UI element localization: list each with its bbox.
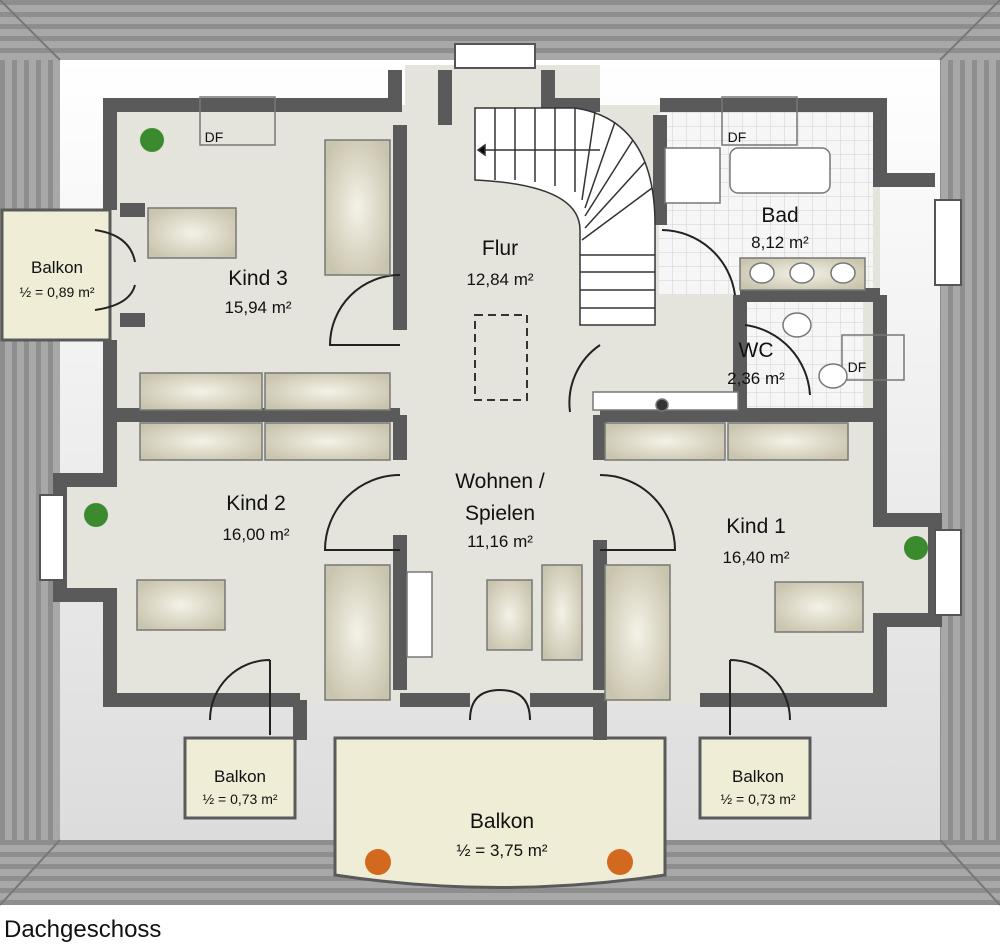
floor-plan: DF DF DF [0, 0, 1000, 906]
balkon-left-area: ½ = 0,89 m² [19, 284, 94, 300]
table [486, 579, 533, 651]
bed-kind3 [324, 139, 391, 276]
bed-kind1 [604, 564, 671, 701]
staircase [474, 107, 656, 326]
balkon-br-area: ½ = 0,73 m² [720, 791, 795, 807]
room-name-wohnen: Wohnen / [455, 470, 545, 493]
floor-caption: Dachgeschoss [4, 916, 162, 943]
room-name-flur: Flur [482, 237, 518, 260]
doors [94, 229, 811, 735]
room-name-kind1: Kind 1 [726, 515, 786, 538]
balkon-center-name: Balkon [470, 810, 534, 833]
room-area-kind2: 16,00 m² [222, 525, 289, 544]
skylights [199, 96, 905, 401]
room-area-kind3: 15,94 m² [224, 298, 291, 317]
balkon-center-area: ½ = 3,75 m² [456, 841, 548, 860]
plants [84, 128, 928, 875]
walls [53, 70, 942, 740]
room-area-flur: 12,84 m² [466, 270, 533, 289]
skylight-label: DF [205, 129, 224, 145]
tv [406, 571, 433, 658]
desk-kind2 [136, 579, 226, 631]
room-labels: Kind 3 15,94 m² Flur 12,84 m² Bad 8,12 m… [19, 204, 809, 860]
balkon-bl-name: Balkon [214, 767, 266, 786]
skylight-label: DF [848, 359, 867, 375]
room-name-wc: WC [739, 339, 774, 362]
shower [664, 147, 721, 204]
sofa [541, 564, 583, 661]
room-area-kind1: 16,40 m² [722, 548, 789, 567]
room-area-wc: 2,36 m² [727, 369, 785, 388]
desk-kind3 [147, 207, 237, 259]
skylight-label: DF [728, 129, 747, 145]
balkon-left-name: Balkon [31, 258, 83, 277]
balkon-br-name: Balkon [732, 767, 784, 786]
room-name-kind3: Kind 3 [228, 267, 288, 290]
room-name-kind2: Kind 2 [226, 492, 286, 515]
windows [39, 43, 962, 616]
bathtub [729, 147, 831, 194]
desk-kind1 [774, 581, 864, 633]
balconies [0, 208, 812, 889]
bed-kind2 [324, 564, 391, 701]
room-name-wohnen-2: Spielen [465, 502, 535, 525]
room-area-wohnen: 11,16 m² [467, 532, 533, 551]
furniture [136, 139, 866, 701]
room-name-bad: Bad [761, 204, 798, 227]
room-area-bad: 8,12 m² [751, 233, 809, 252]
balkon-bl-area: ½ = 0,73 m² [202, 791, 277, 807]
